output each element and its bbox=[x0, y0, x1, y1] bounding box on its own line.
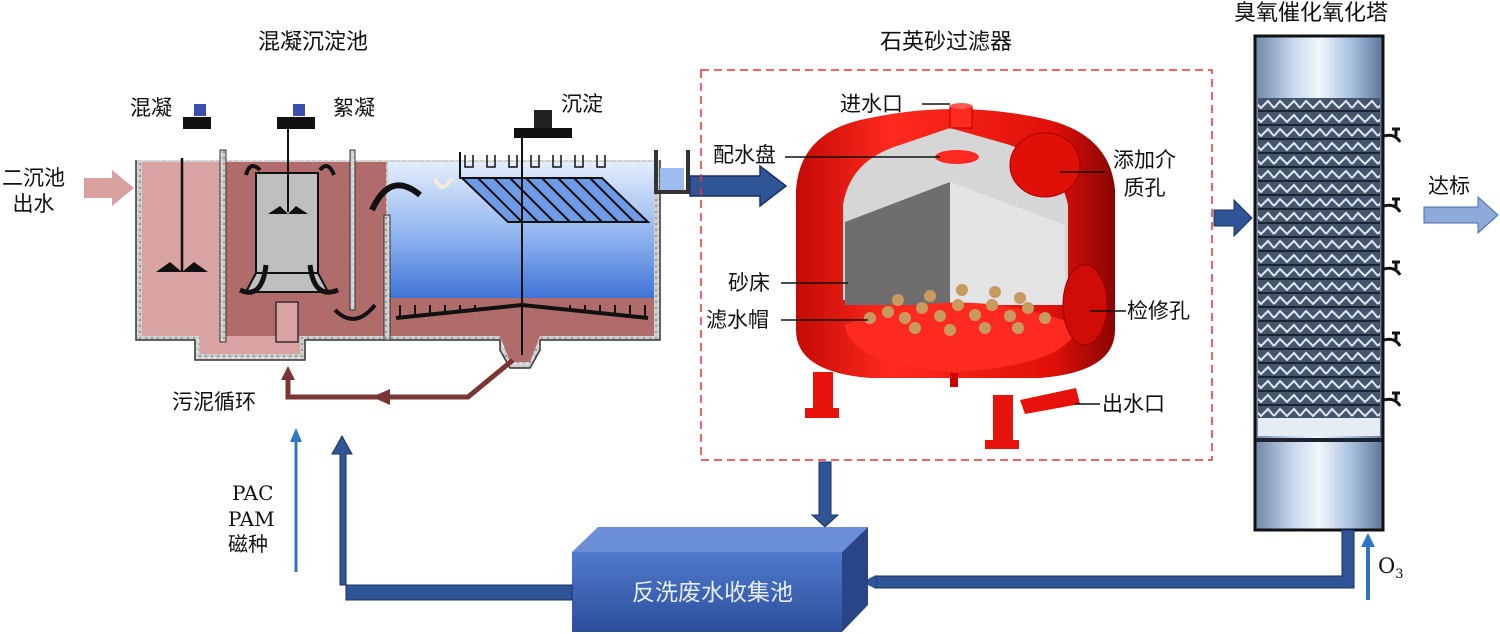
sampling-taps bbox=[1383, 127, 1402, 407]
outlet-label: 出水口 bbox=[1102, 392, 1165, 416]
sludge-recycle-line bbox=[281, 358, 515, 405]
backwash-tank-label: 反洗废水收集池 bbox=[632, 580, 793, 606]
chemical-dosing-arrow bbox=[290, 428, 302, 572]
manhole-label: 检修孔 bbox=[1127, 299, 1190, 323]
sand-filter-vessel bbox=[796, 103, 1115, 449]
flow-arrow bbox=[689, 164, 788, 208]
effluent-label: 达标 bbox=[1428, 174, 1470, 198]
ozone-catalytic-tower bbox=[1253, 34, 1402, 532]
motor-icon bbox=[194, 104, 206, 116]
motor-icon bbox=[293, 104, 305, 116]
inlet-label: 进水口 bbox=[840, 92, 903, 116]
influent-arrow bbox=[84, 170, 134, 206]
ozone-gas-label: O3 bbox=[1378, 554, 1404, 587]
catalyst-packing bbox=[1258, 98, 1380, 424]
media-port-label: 添加介 质孔 bbox=[1113, 148, 1176, 200]
return-line bbox=[331, 434, 573, 601]
influent-label: 二沉池 出水 bbox=[2, 166, 65, 216]
coagulation-sedimentation-tank bbox=[135, 104, 690, 369]
stage-sedimentation-label: 沉淀 bbox=[561, 92, 603, 116]
backwash-wastewater-tank bbox=[572, 527, 868, 632]
chemical-magnetic-seed-label: 磁种 bbox=[228, 532, 268, 556]
chemical-pam-label: PAM bbox=[228, 507, 275, 531]
stage-flocculation-label: 絮凝 bbox=[333, 96, 375, 120]
stage-coagulation-label: 混凝 bbox=[130, 96, 172, 120]
ozone-gas-subscript: 3 bbox=[1395, 567, 1404, 583]
ozone-gas-symbol: O bbox=[1378, 554, 1396, 578]
flow-arrow bbox=[1213, 198, 1253, 238]
drain-line bbox=[875, 529, 1355, 589]
ozone-tower-title: 臭氧催化氧化塔 bbox=[1234, 1, 1389, 26]
sludge-recycle-label: 污泥循环 bbox=[172, 390, 256, 414]
leader-lines bbox=[781, 103, 1126, 405]
manhole bbox=[1062, 264, 1108, 346]
coag-sed-title: 混凝沉淀池 bbox=[258, 30, 369, 55]
sludge-scraper bbox=[395, 302, 649, 320]
filter-caps bbox=[864, 284, 1051, 336]
distributor-label: 配水盘 bbox=[713, 143, 776, 167]
ozone-input-arrow bbox=[1361, 533, 1375, 600]
sand-filter-boundary bbox=[700, 69, 1213, 461]
motor-icon bbox=[534, 110, 552, 128]
sand-bed bbox=[845, 182, 950, 305]
flow-arrow bbox=[810, 461, 840, 528]
sand-filter-title: 石英砂过滤器 bbox=[880, 30, 1013, 55]
chemical-pac-label: PAC bbox=[232, 481, 274, 505]
sand-bed-label: 砂床 bbox=[728, 271, 770, 295]
media-addition-port bbox=[1009, 132, 1081, 198]
filter-cap-label: 滤水帽 bbox=[706, 308, 769, 332]
effluent-arrow bbox=[1423, 195, 1499, 235]
outlet-pipe bbox=[1020, 388, 1080, 414]
